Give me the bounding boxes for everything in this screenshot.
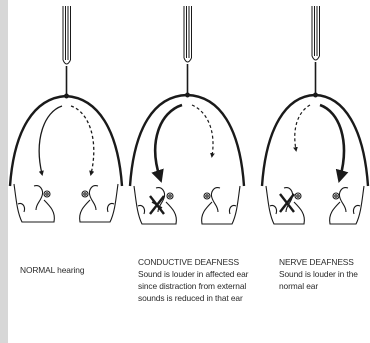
head-outline	[10, 96, 122, 186]
sound-arrow-left	[39, 106, 62, 174]
caption-title: CONDUCTIVE DEAFNESS	[138, 256, 248, 268]
ear-right-icon	[202, 186, 240, 224]
ear-left-affected-icon	[266, 186, 304, 224]
caption-body-line: since distraction from external	[138, 280, 248, 292]
tuning-fork-icon	[184, 6, 192, 97]
caption-title: NERVE DEAFNESS	[279, 256, 358, 268]
caption-conductive: CONDUCTIVE DEAFNESS Sound is louder in a…	[138, 256, 248, 304]
head-outline	[262, 95, 368, 186]
caption-title: NORMAL hearing	[20, 264, 84, 276]
ear-left-icon	[14, 184, 54, 222]
caption-nerve: NERVE DEAFNESS Sound is louder in the no…	[279, 256, 358, 292]
sound-arrow-right-weak	[192, 105, 213, 156]
panel-conductive	[130, 6, 244, 224]
caption-body-line: sounds is reduced in that ear	[138, 292, 248, 304]
ear-left-affected-icon	[134, 186, 176, 224]
panel-nerve	[262, 6, 368, 224]
caption-body-line: normal ear	[279, 280, 358, 292]
tuning-fork-icon	[63, 6, 71, 98]
head-outline	[130, 95, 244, 186]
caption-normal: NORMAL hearing	[20, 264, 84, 276]
panel-normal	[10, 6, 122, 222]
ear-right-icon	[330, 186, 364, 224]
sound-arrow-right	[71, 106, 94, 174]
caption-body-line: Sound is louder in the	[279, 268, 358, 280]
ear-right-icon	[80, 184, 118, 222]
sound-arrow-left-strong	[155, 105, 182, 178]
sound-arrow-left-weak	[295, 105, 310, 150]
tuning-fork-icon	[312, 6, 320, 97]
sound-arrow-right-strong	[320, 105, 344, 178]
caption-body-line: Sound is louder in affected ear	[138, 268, 248, 280]
